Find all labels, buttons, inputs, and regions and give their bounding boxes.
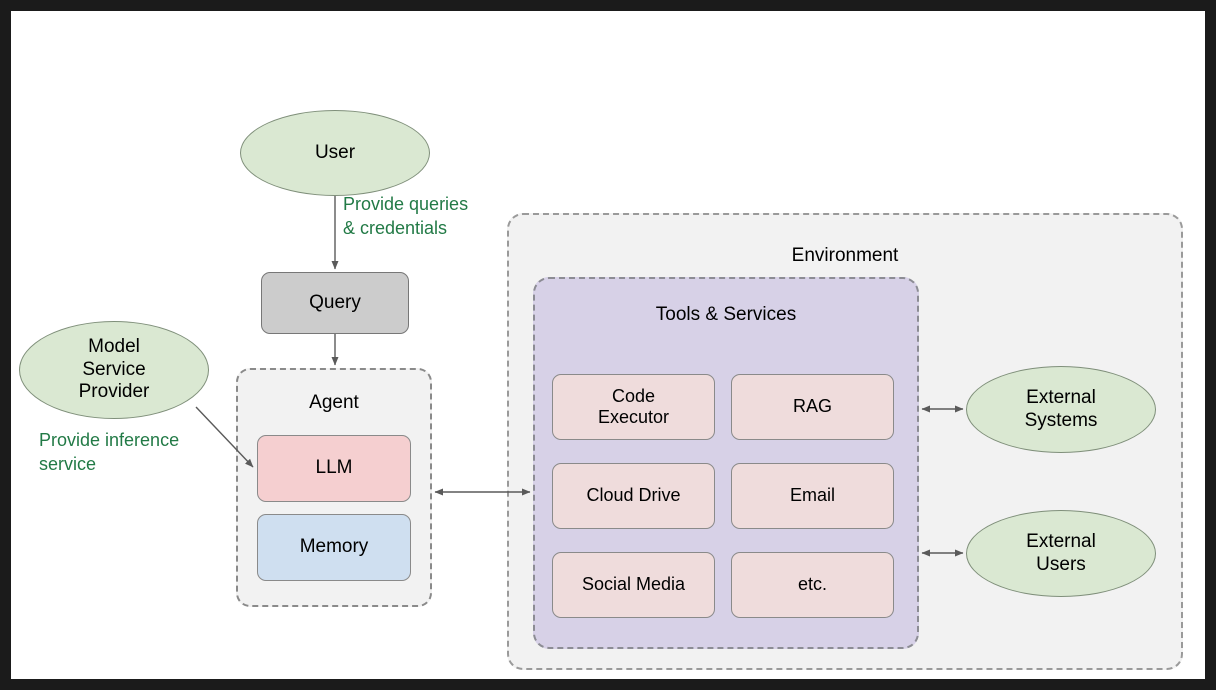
diagram-canvas: Environment Tools & Services Code Execut… [11, 11, 1205, 679]
tool-box-cloud-drive[interactable]: Cloud Drive [552, 463, 715, 529]
actor-label: Model Service Provider [78, 336, 150, 403]
agent-component-label: LLM [315, 457, 353, 479]
tool-box-code-executor[interactable]: Code Executor [552, 374, 715, 440]
environment-title: Environment [791, 245, 899, 266]
actor-label: External Users [1026, 531, 1096, 575]
tool-label: Cloud Drive [586, 485, 681, 506]
edge-label-user-to-query: Provide queries & credentials [343, 194, 469, 238]
agent-component-memory[interactable]: Memory [257, 514, 411, 581]
tool-box-email[interactable]: Email [731, 463, 894, 529]
tool-box-etc[interactable]: etc. [731, 552, 894, 618]
tool-label: Social Media [581, 574, 686, 595]
actor-user[interactable]: User [240, 110, 430, 196]
tools-services-title: Tools & Services [655, 304, 797, 325]
query-label: Query [309, 291, 361, 313]
actor-model-service-provider[interactable]: Model Service Provider [19, 321, 209, 419]
tool-box-rag[interactable]: RAG [731, 374, 894, 440]
agent-component-llm[interactable]: LLM [257, 435, 411, 502]
actor-external-users[interactable]: External Users [966, 510, 1156, 597]
tool-label: Email [789, 485, 835, 506]
tool-label: Code Executor [597, 385, 670, 427]
actor-external-systems[interactable]: External Systems [966, 366, 1156, 453]
tool-label: RAG [792, 396, 832, 417]
actor-label: User [314, 141, 356, 163]
agent-title: Agent [309, 392, 359, 413]
tool-box-social-media[interactable]: Social Media [552, 552, 715, 618]
tool-label: etc. [797, 574, 827, 595]
edge-label-provider-to-llm: Provide inference service [39, 430, 180, 474]
agent-component-label: Memory [299, 536, 369, 558]
actor-label: External Systems [1024, 387, 1098, 431]
query-box[interactable]: Query [261, 272, 409, 334]
